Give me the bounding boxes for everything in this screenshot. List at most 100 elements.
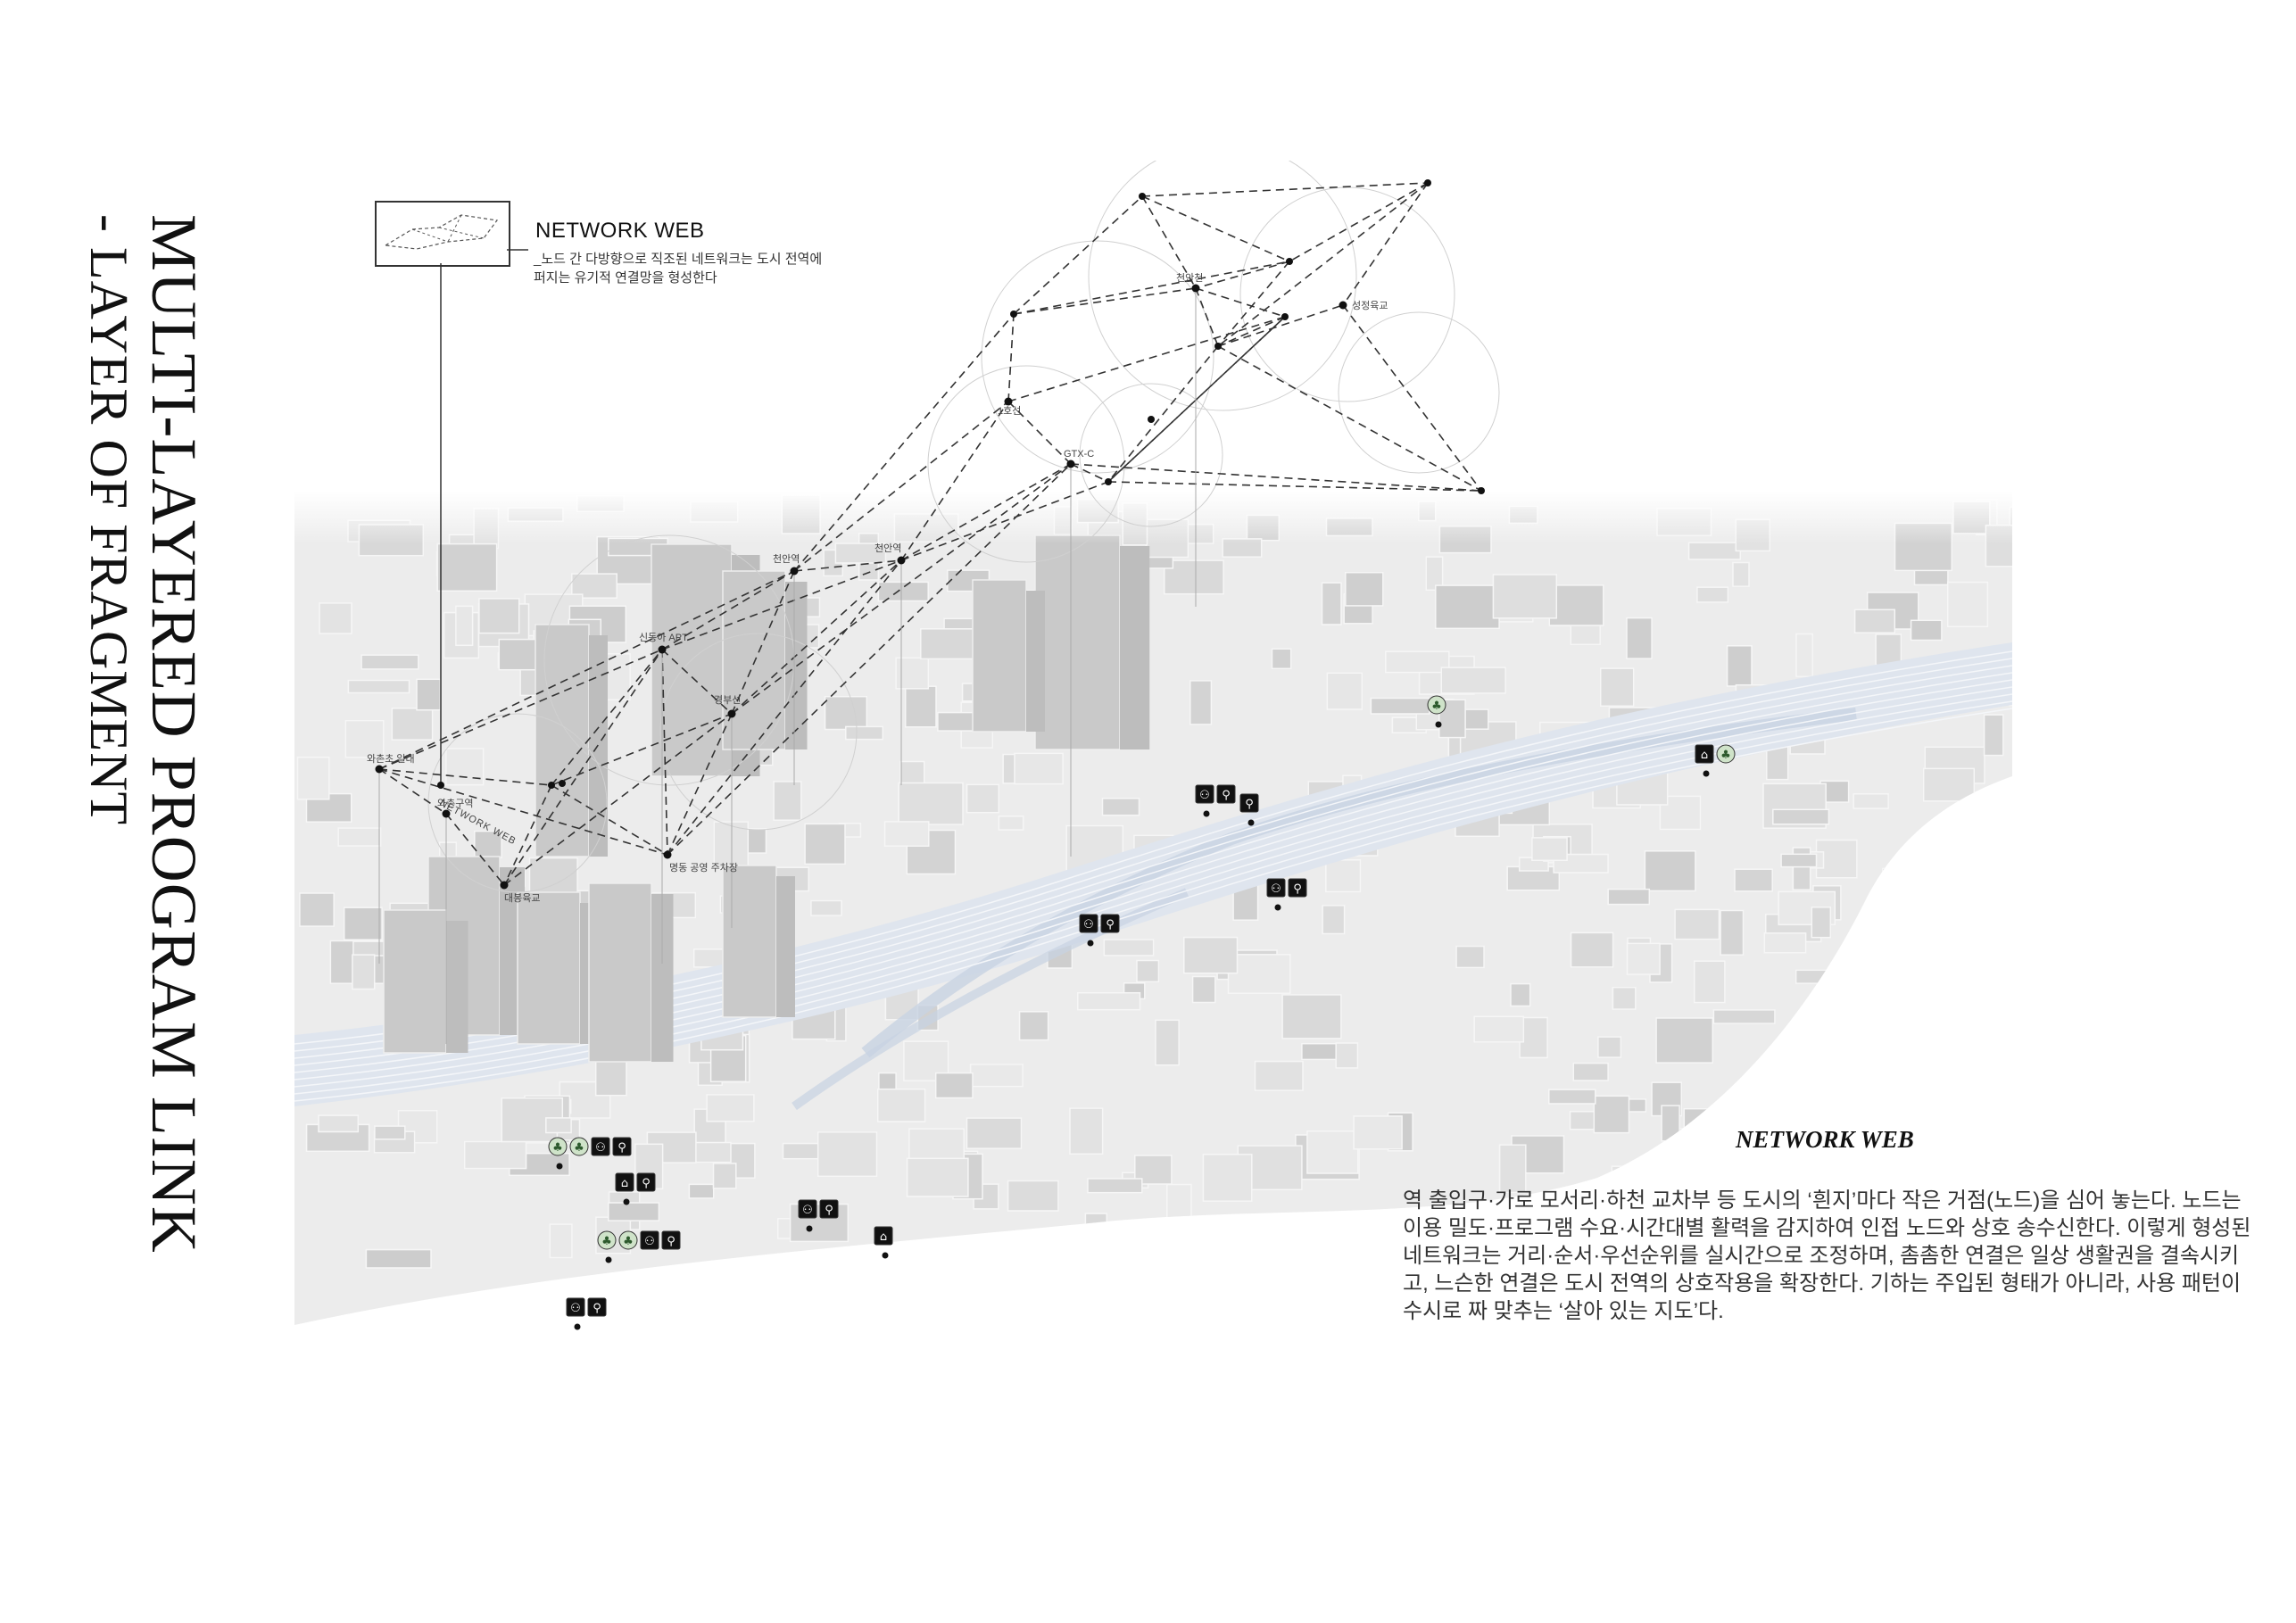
network-node-label: 천안역 [773, 552, 800, 565]
bike-icon [798, 1199, 817, 1219]
vertical-title-line1: MULTI-LAYERED PROGRAM LINK [138, 214, 210, 1254]
tree-icon [569, 1137, 589, 1156]
network-node-label: 천안역 [874, 542, 901, 554]
network-edge [378, 768, 447, 815]
network-edge [378, 768, 552, 786]
toilet-icon [612, 1137, 632, 1156]
network-node-junction [1281, 313, 1289, 320]
tree-icon [1716, 744, 1736, 764]
network-edge [551, 784, 668, 856]
svg-text:♣: ♣ [552, 1141, 563, 1155]
network-edge [731, 463, 1072, 715]
svg-text:♣: ♣ [601, 1235, 612, 1248]
svg-text:⚇: ⚇ [570, 1302, 581, 1315]
body-text: 역 출입구·가로 모서리·하천 교차부 등 도시의 ‘흰지’마다 작은 거점(노… [1403, 1188, 2251, 1323]
svg-text:⚲: ⚲ [1245, 798, 1254, 811]
network-edge [793, 313, 1015, 572]
network-node-junction [559, 780, 566, 787]
svg-text:⌂: ⌂ [880, 1230, 887, 1244]
network-edge [445, 813, 505, 886]
tree-icon [597, 1230, 617, 1250]
legend-description: _노드 간 다방향으로 직조된 네트워크는 도시 전역에 퍼지는 유기적 연결망… [534, 252, 823, 286]
svg-text:⚲: ⚲ [667, 1235, 676, 1248]
network-edge [551, 649, 663, 786]
network-edge [1217, 304, 1344, 347]
svg-text:⚇: ⚇ [595, 1141, 606, 1155]
amenity-icon-group: ⚇⚲ [1266, 878, 1307, 911]
network-node-label: 대봉육교 [504, 892, 540, 904]
svg-text:⚲: ⚲ [618, 1141, 626, 1155]
network-edge [661, 559, 902, 650]
bench-icon [874, 1226, 893, 1246]
network-edge [661, 570, 795, 650]
svg-text:⚇: ⚇ [1271, 882, 1281, 896]
node-droplines [378, 288, 1197, 1044]
svg-text:♣: ♣ [574, 1141, 584, 1155]
svg-text:⚲: ⚲ [1222, 789, 1231, 802]
network-edge [793, 401, 1009, 572]
network-node-junction [1478, 487, 1485, 494]
network-node-label: 와촌초 일대 [367, 752, 415, 765]
network-node-label: 와촌구역 [437, 798, 473, 809]
network-edge [503, 784, 552, 886]
svg-text:⚲: ⚲ [1293, 882, 1302, 896]
amenity-icon-group: ♣ ♣ ⚇ ⚲ [548, 1137, 632, 1170]
network-edge [1195, 287, 1286, 318]
toilet-icon [819, 1199, 839, 1219]
amenity-icons: ⚇⚲⚇⚲⚇⚲⌂⚲⚇⚲⌂⚲⌂♣♣♣⚇⚲♣♣⚇⚲⚇⚲⌂♣ [548, 695, 1736, 1330]
network-node-n2 [442, 809, 451, 818]
network-node-n12 [1339, 301, 1347, 310]
svg-text:♣: ♣ [1720, 749, 1731, 762]
network-node-n11 [1191, 284, 1200, 293]
network-node-label: 신동아 APT [639, 632, 688, 643]
network-node-junction [1010, 311, 1017, 318]
bike-icon [1079, 914, 1098, 933]
network-edge [1217, 182, 1429, 347]
network-edge [1141, 195, 1197, 289]
network-edge [1141, 182, 1429, 197]
network-edge [661, 649, 733, 715]
svg-text:⚇: ⚇ [802, 1204, 813, 1217]
amenity-icon-group: ⚇⚲ [566, 1297, 607, 1330]
network-node-label: 1호선 [998, 405, 1021, 417]
apartment-towers [383, 534, 1150, 1063]
network-node-junction [548, 782, 555, 789]
toilet-icon [636, 1172, 656, 1192]
network-edge [1342, 304, 1482, 492]
toilet-icon [1288, 878, 1307, 898]
legend-title: NETWORK WEB [535, 219, 705, 243]
toilet-icon [1239, 793, 1259, 813]
amenity-icon-group: ⌂ [874, 1226, 893, 1259]
svg-text:⚲: ⚲ [1106, 918, 1115, 932]
network-node-n5 [727, 709, 736, 718]
tree-icon [1427, 695, 1446, 715]
amenity-icon-group: ♣ [1427, 695, 1446, 728]
body-title: NETWORK WEB [1736, 1126, 1914, 1153]
network-edge [731, 559, 902, 715]
network-edge [1070, 463, 1482, 492]
network-node-n1 [375, 765, 384, 774]
amenity-icon-group: ⚲ [1239, 793, 1259, 826]
network-node-label: 경부선 [714, 694, 741, 706]
network-edge [1289, 182, 1429, 262]
vertical-title-line2: - LAYER OF FRAGMENT [79, 214, 138, 826]
toilet-icon [1216, 784, 1236, 804]
bike-icon [591, 1137, 610, 1156]
network-edge [1007, 316, 1286, 402]
svg-text:⚇: ⚇ [644, 1235, 655, 1248]
tree-icon [548, 1137, 568, 1156]
vertical-title: MULTI-LAYERED PROGRAM LINK - LAYER OF FR… [79, 214, 214, 1285]
network-edge [793, 559, 902, 572]
network-edge [1141, 195, 1290, 262]
bike-icon [1195, 784, 1214, 804]
svg-text:⚇: ⚇ [1083, 918, 1094, 932]
network-node-n7 [790, 567, 799, 576]
network-edge [661, 649, 668, 856]
network-node-junction [1286, 258, 1293, 265]
amenity-icon-group: ⚇⚲ [1079, 914, 1120, 947]
network-edge [667, 559, 902, 856]
network-edge [1013, 261, 1290, 315]
network-edges [378, 182, 1482, 886]
network-edge [1217, 345, 1482, 492]
